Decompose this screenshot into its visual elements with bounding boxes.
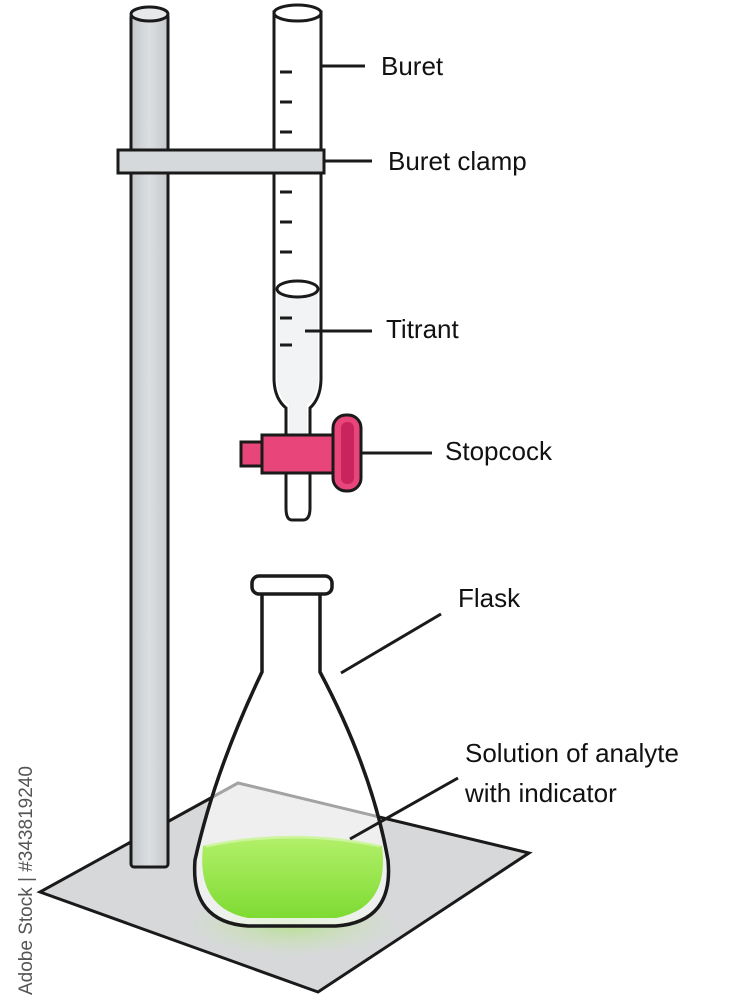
label-titrant: Titrant bbox=[386, 314, 459, 344]
leader-solution bbox=[349, 776, 459, 841]
label-buret: Buret bbox=[381, 51, 444, 81]
watermark-text: Adobe Stock | #343819240 bbox=[16, 766, 37, 995]
leader-lines bbox=[305, 64, 459, 841]
stopcock-body bbox=[260, 433, 336, 475]
label-solution-line1: Solution of analyte bbox=[465, 738, 679, 768]
buret-clamp bbox=[116, 148, 326, 175]
buret-tip bbox=[284, 458, 312, 522]
flask-lip bbox=[250, 574, 334, 596]
titrant-liquid bbox=[277, 290, 318, 440]
buret-graduations bbox=[280, 70, 292, 347]
leader-flask bbox=[340, 612, 442, 675]
stand-rod-top bbox=[129, 5, 170, 23]
label-buret-clamp: Buret clamp bbox=[388, 146, 527, 176]
buret-top-opening bbox=[272, 3, 323, 23]
titrant-meniscus bbox=[275, 279, 320, 299]
label-solution-line2: with indicator bbox=[464, 778, 617, 808]
solution-surface bbox=[205, 835, 381, 848]
label-stopcock: Stopcock bbox=[445, 436, 553, 466]
stand-rod bbox=[129, 12, 170, 869]
label-flask: Flask bbox=[458, 583, 521, 613]
flask-solution bbox=[202, 836, 384, 918]
flask-outline bbox=[192, 592, 391, 928]
stopcock-handle-shade bbox=[341, 422, 354, 484]
